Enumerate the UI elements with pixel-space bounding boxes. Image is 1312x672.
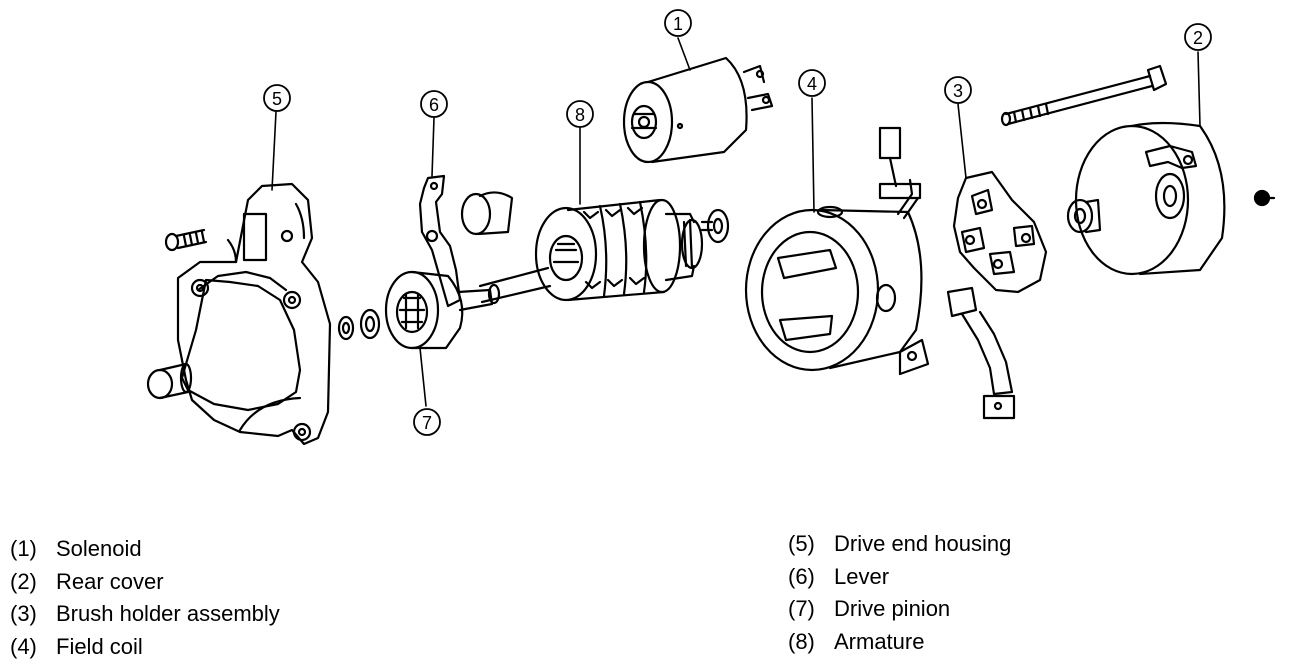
svg-text:5: 5 xyxy=(272,89,282,109)
starter-motor-exploded-diagram: 1 2 3 4 5 6 7 8 xyxy=(146,9,1276,446)
legend-right: (5) Drive end housing (6) Lever (7) Driv… xyxy=(788,528,1011,658)
legend-label: Field coil xyxy=(56,633,143,659)
svg-text:3: 3 xyxy=(953,81,963,101)
legend-number: (8) xyxy=(788,628,815,654)
callout-8: 8 xyxy=(566,100,594,128)
svg-text:8: 8 xyxy=(575,105,585,125)
drive-pinion xyxy=(384,270,494,350)
field-coil xyxy=(744,126,930,376)
lever xyxy=(418,174,462,308)
legend-item-lever: (6) Lever xyxy=(788,561,1011,594)
armature xyxy=(478,198,730,305)
callout-4: 4 xyxy=(798,69,826,97)
callout-leaders xyxy=(271,37,1201,407)
legend-left: (1) Solenoid (2) Rear cover (3) Brush ho… xyxy=(10,533,280,663)
legend-label: Solenoid xyxy=(56,536,142,561)
through-bolt xyxy=(1000,64,1168,127)
legend-item-drive-end-housing: (5) Drive end housing xyxy=(788,528,1011,561)
legend-item-rear-cover: (2) Rear cover xyxy=(10,566,280,599)
callout-6: 6 xyxy=(420,90,448,118)
solenoid xyxy=(622,56,774,164)
legend-number: (7) xyxy=(788,596,815,621)
legend-number: (5) xyxy=(788,531,815,556)
legend-item-solenoid: (1) Solenoid xyxy=(10,533,280,566)
washers xyxy=(337,308,381,341)
brush-holder-assembly xyxy=(946,170,1048,420)
legend-item-armature: (8) Armature xyxy=(788,626,1011,659)
svg-text:6: 6 xyxy=(429,95,439,115)
legend-label: Armature xyxy=(834,628,925,654)
legend-label: Drive end housing xyxy=(834,531,1012,556)
legend-number: (4) xyxy=(10,633,37,659)
callout-7: 7 xyxy=(413,408,441,436)
legend-number: (3) xyxy=(10,601,37,626)
legend-number: (1) xyxy=(10,536,37,561)
rear-screw xyxy=(1253,189,1276,207)
callout-5: 5 xyxy=(263,84,291,112)
callout-1: 1 xyxy=(664,9,692,37)
callout-2: 2 xyxy=(1184,23,1212,51)
legend-label: Brush holder assembly xyxy=(56,601,280,626)
rear-cover xyxy=(1066,121,1226,276)
legend-item-drive-pinion: (7) Drive pinion xyxy=(788,593,1011,626)
legend-item-brush-holder: (3) Brush holder assembly xyxy=(10,598,280,631)
legend-label: Lever xyxy=(834,563,890,589)
legend-number: (2) xyxy=(10,568,37,594)
callout-3: 3 xyxy=(944,76,972,104)
svg-text:2: 2 xyxy=(1193,28,1203,48)
legend-label: Drive pinion xyxy=(834,596,951,621)
legend-item-field-coil: (4) Field coil xyxy=(10,631,280,664)
housing-screw xyxy=(164,228,208,252)
svg-text:7: 7 xyxy=(422,413,432,433)
svg-text:1: 1 xyxy=(673,14,683,34)
plate-pieces xyxy=(460,191,514,236)
drive-end-housing xyxy=(146,182,332,446)
legend-number: (6) xyxy=(788,563,815,589)
legend-label: Rear cover xyxy=(56,568,164,594)
svg-text:4: 4 xyxy=(807,74,817,94)
